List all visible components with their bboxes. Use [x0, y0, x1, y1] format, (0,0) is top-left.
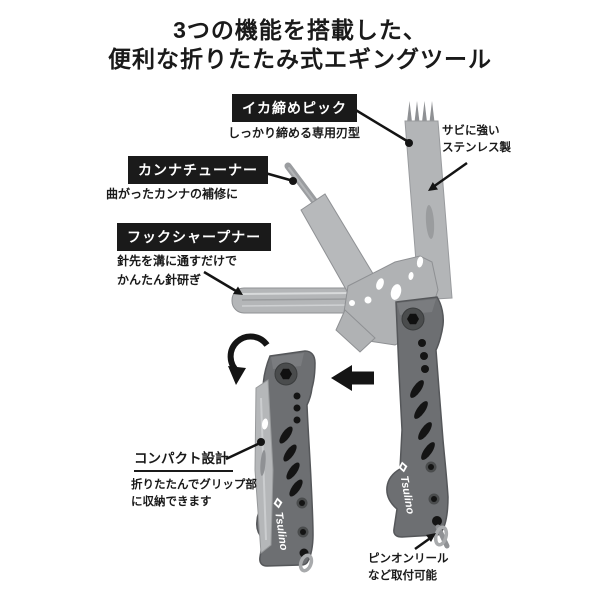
label-hook-sharpener: フックシャープナー: [117, 223, 272, 251]
label-squid-pick-desc: しっかり締める専用刃型: [228, 126, 361, 140]
note-stainless: サビに強い ステンレス製: [442, 123, 511, 157]
brand-name-text: Tsulino: [272, 511, 289, 551]
label-compact: コンパクト設計: [134, 447, 233, 472]
unfolded-tool: Tsulino: [231, 101, 453, 549]
label-compact-desc: 折りたたんでグリップ部 に収納できます: [131, 477, 257, 511]
lanyard-ring: [298, 553, 314, 573]
note-stainless-line1: サビに強い: [442, 125, 500, 137]
tsulino-diamond-icon: [273, 497, 283, 509]
leader-compact: [225, 438, 265, 461]
folded-tool: Tsulino: [254, 350, 316, 573]
label-kanna-tuner-desc: 曲がったカンナの補修に: [106, 187, 239, 201]
hook-sharpener-desc-line1: 針先を溝に通すだけで: [117, 254, 238, 268]
leader-hook-sharpener: [203, 270, 243, 295]
leader-pin-on-reel: [414, 533, 436, 551]
leader-squid-pick: [353, 107, 413, 147]
lanyard-ring: [433, 524, 450, 549]
tsulino-diamond-icon: [398, 461, 408, 473]
label-kanna-tuner: カンナチューナー: [128, 156, 268, 184]
label-squid-pick: イカ締めピック: [232, 94, 357, 122]
label-hook-sharpener-desc: 針先を溝に通すだけで かんたん針研ぎ: [117, 252, 237, 290]
compact-desc-line2: に収納できます: [131, 496, 212, 508]
note-pin-on-reel: ピンオンリール など取付可能: [368, 551, 449, 585]
note-stainless-line2: ステンレス製: [442, 142, 511, 154]
leader-lines: [203, 107, 468, 551]
ccw-rotate-arrow-icon: [227, 333, 270, 385]
compact-desc-line1: 折りたたんでグリップ部: [131, 479, 257, 491]
pin-on-reel-line1: ピンオンリール: [368, 553, 449, 565]
pin-on-reel-line2: など取付可能: [368, 570, 437, 582]
brand-logo: Tsulino: [272, 497, 290, 551]
hook-sharpener-desc-line2: かんたん針研ぎ: [117, 273, 202, 287]
page-title: 3つの機能を搭載した、 便利な折りたたみ式エギングツール: [0, 16, 600, 74]
unfolded-handle: Tsulino: [386, 296, 450, 549]
squid-pick-blade: [404, 101, 453, 301]
left-arrow-icon: [331, 365, 374, 391]
leader-stainless: [428, 161, 468, 191]
title-line-1: 3つの機能を搭載した、: [173, 17, 427, 43]
folded-blade: [254, 379, 274, 554]
title-line-2: 便利な折りたたみ式エギングツール: [108, 46, 492, 72]
